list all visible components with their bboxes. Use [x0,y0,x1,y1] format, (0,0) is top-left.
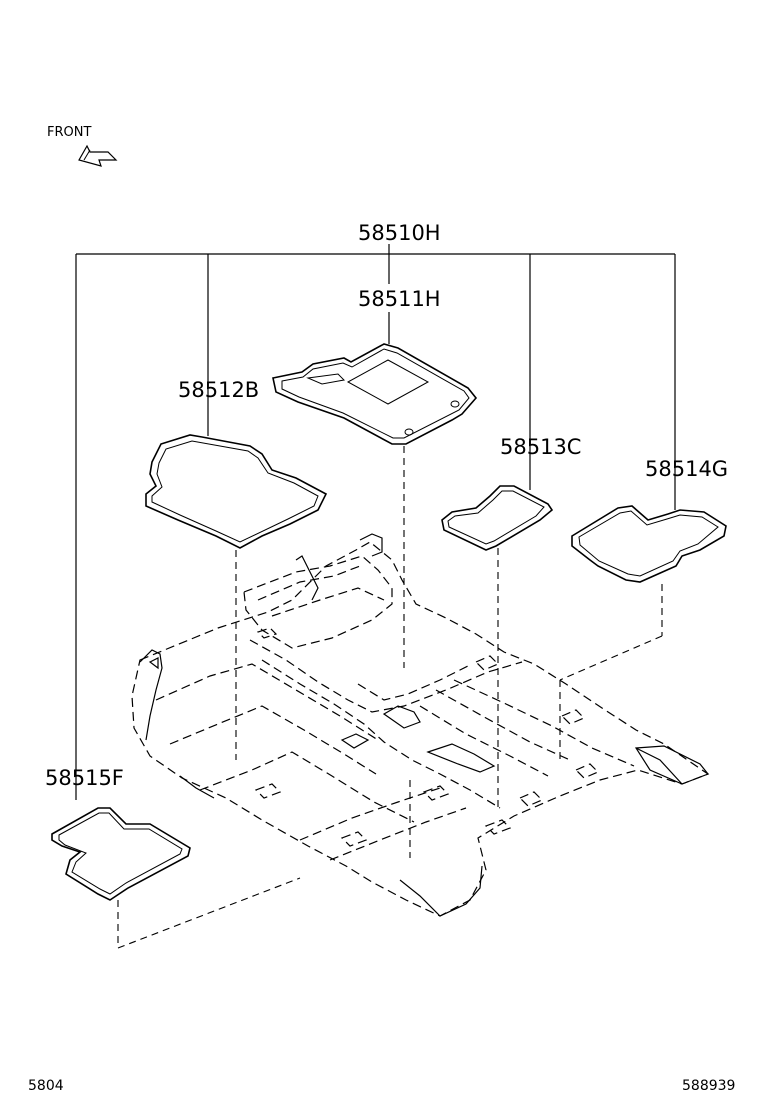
mat-58512b[interactable] [145,434,328,549]
front-arrow-icon [78,144,118,167]
assembly-bracket [75,244,676,800]
floor-carpet-solid-edges [139,533,709,917]
footer-left-code: 5804 [28,1078,64,1094]
floor-carpet-outline [131,541,710,917]
assembly-guides [117,446,663,949]
part-label-58515f[interactable]: 58515F [45,766,124,790]
mat-58515f[interactable] [51,807,191,901]
front-label: FRONT [47,125,91,140]
mat-58514g[interactable] [571,505,727,583]
part-label-58514g[interactable]: 58514G [645,457,728,481]
mat-58511h[interactable] [272,343,478,445]
footer-right-code: 588939 [682,1078,735,1094]
part-label-58511h[interactable]: 58511H [358,287,441,311]
part-label-58510h[interactable]: 58510H [358,221,441,245]
part-label-58513c[interactable]: 58513C [500,435,581,459]
mat-58513c[interactable] [441,485,554,551]
part-label-58512b[interactable]: 58512B [178,378,259,402]
